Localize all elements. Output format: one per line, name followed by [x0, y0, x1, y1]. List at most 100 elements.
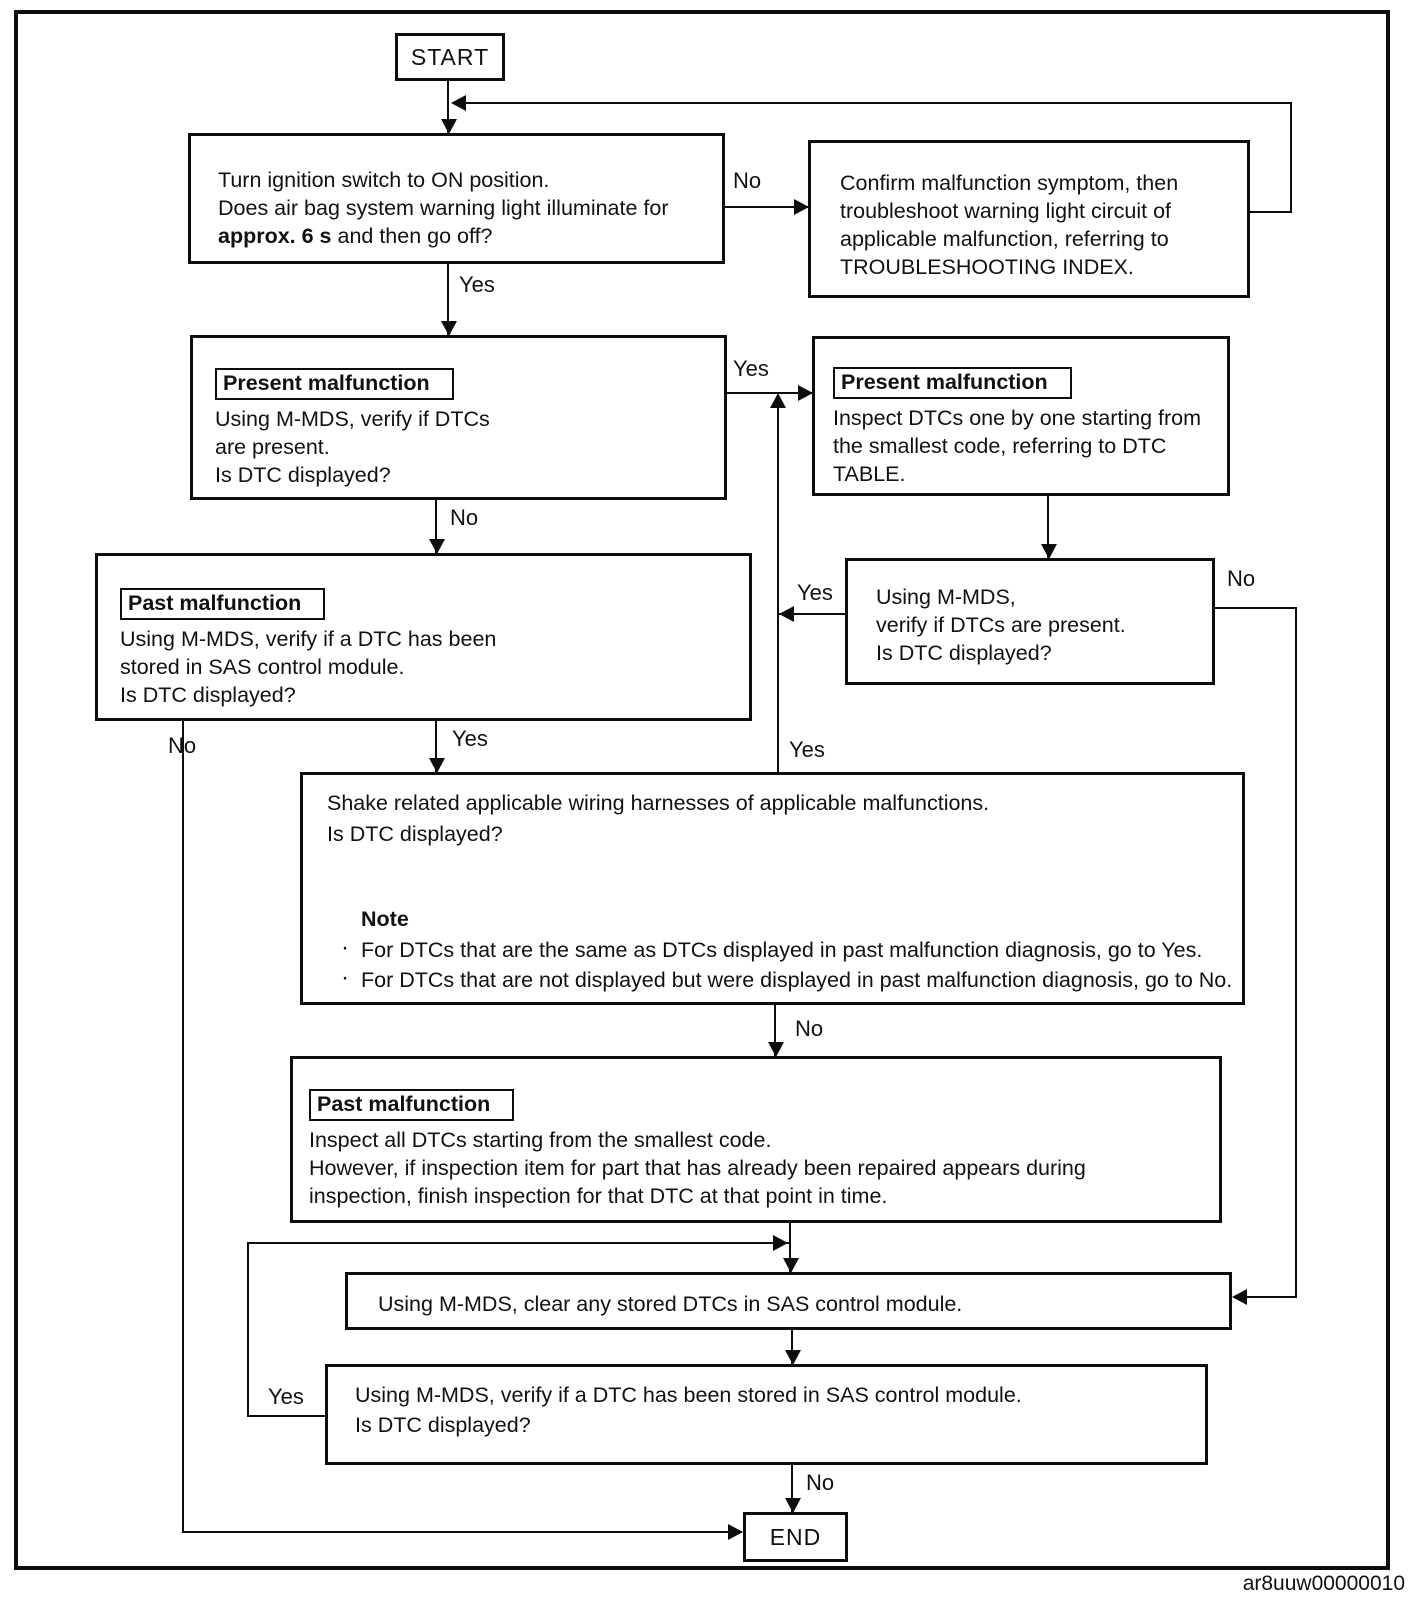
edge-label-yes: Yes — [268, 1384, 304, 1409]
node-text-line: TROUBLESHOOTING INDEX. — [840, 255, 1134, 279]
node-text-line: applicable malfunction, referring to — [840, 227, 1169, 251]
edge-label-yes: Yes — [452, 726, 488, 751]
note-text: For DTCs that are the same as DTCs displ… — [361, 938, 1203, 962]
node-text-line: Confirm malfunction symptom, then — [840, 171, 1179, 195]
flow-line — [435, 500, 437, 553]
arrowhead-left-icon — [451, 95, 466, 111]
flow-line — [1234, 1296, 1296, 1298]
edge-label-no: No — [733, 168, 762, 193]
node-text-line: Using M-MDS, clear any stored DTCs in SA… — [378, 1292, 963, 1316]
arrowhead-left-icon — [1232, 1289, 1247, 1305]
edge-label-no: No — [1227, 566, 1256, 591]
node-text-line: Is DTC displayed? — [215, 463, 391, 487]
edge-label-yes: Yes — [789, 737, 825, 762]
node-title: Present malfunction — [215, 368, 454, 400]
arrowhead-down-icon — [783, 1258, 799, 1273]
arrowhead-left-icon — [779, 606, 794, 622]
flow-line — [247, 1242, 790, 1244]
bullet-icon: · — [341, 934, 349, 961]
edge-label-yes: Yes — [797, 580, 833, 605]
flow-line — [789, 1223, 791, 1272]
note-bullet-line: · For DTCs that are the same as DTCs disp… — [327, 934, 1227, 965]
note-title: Note — [361, 907, 409, 931]
node-text-line: troubleshoot warning light circuit of — [840, 199, 1172, 223]
ignition-check-node: Turn ignition switch to ON position. Doe… — [188, 133, 725, 264]
flow-line — [774, 1005, 776, 1056]
flow-line — [791, 1330, 793, 1364]
past-malfunction-verify-node: Past malfunction Using M-MDS, verify if … — [95, 553, 752, 721]
arrowhead-right-icon — [798, 385, 813, 401]
verify-dtcs-present-node: Using M-MDS, verify if DTCs are present.… — [845, 558, 1215, 685]
node-text-line: Is DTC displayed? — [355, 1413, 531, 1437]
node-text-line: Inspect DTCs one by one starting from — [833, 406, 1202, 430]
edge-label-yes: Yes — [733, 356, 769, 381]
bold-text: approx. 6 s — [218, 224, 332, 248]
node-text-line: Turn ignition switch to ON position. — [218, 168, 550, 192]
present-malfunction-inspect-node: Present malfunction Inspect DTCs one by … — [812, 336, 1230, 496]
arrowhead-down-icon — [1041, 544, 1057, 559]
edge-label-no: No — [450, 505, 479, 530]
flow-line — [182, 1531, 742, 1533]
node-title: Present malfunction — [833, 367, 1072, 399]
node-text-line: approx. 6 s and then go off? — [218, 222, 669, 250]
node-text-line: Using M-MDS, verify if DTCs — [215, 407, 490, 431]
flow-line — [1215, 607, 1297, 609]
text: and then go off? — [331, 224, 493, 248]
flow-line — [791, 1465, 793, 1512]
node-text-line: Using M-MDS, verify if a DTC has been st… — [355, 1383, 1022, 1407]
edge-label-no: No — [168, 733, 197, 758]
flow-line — [1250, 211, 1292, 213]
flow-line — [247, 1415, 325, 1417]
arrowhead-down-icon — [768, 1042, 784, 1057]
figure-code: ar8uuw00000010 — [1242, 1572, 1405, 1595]
past-malfunction-inspect-node: Past malfunction Inspect all DTCs starti… — [290, 1056, 1222, 1223]
node-text-line: Is DTC displayed? — [876, 641, 1052, 665]
clear-dtcs-node: Using M-MDS, clear any stored DTCs in SA… — [345, 1272, 1232, 1330]
shake-harness-node: Shake related applicable wiring harnesse… — [300, 772, 1245, 1005]
arrowhead-down-icon — [429, 539, 445, 554]
flow-line — [435, 721, 437, 772]
arrowhead-right-icon — [794, 199, 809, 215]
flow-line — [779, 613, 845, 615]
start-label: START — [410, 43, 490, 70]
edge-label-no: No — [795, 1016, 824, 1041]
flow-line — [447, 81, 449, 133]
flow-line — [725, 206, 808, 208]
arrowhead-right-icon — [728, 1524, 743, 1540]
confirm-symptom-node: Confirm malfunction symptom, then troubl… — [808, 140, 1250, 298]
arrowhead-down-icon — [785, 1498, 801, 1513]
arrowhead-down-icon — [441, 119, 457, 134]
flow-line — [453, 102, 1292, 104]
flow-line — [1047, 496, 1049, 558]
diagram-border — [14, 10, 1390, 1570]
node-title: Past malfunction — [309, 1089, 515, 1121]
node-text-line: Does air bag system warning light illumi… — [218, 196, 669, 220]
bullet-icon: · — [341, 964, 349, 991]
flow-line — [727, 392, 812, 394]
flow-line — [1290, 102, 1292, 213]
node-text-line: stored in SAS control module. — [120, 655, 405, 679]
start-node: START — [395, 33, 505, 81]
node-text-line: Using M-MDS, — [876, 585, 1016, 609]
node-text-line: Shake related applicable wiring harnesse… — [327, 791, 990, 815]
node-text-line: the smallest code, referring to DTC — [833, 434, 1167, 458]
node-text-line: are present. — [215, 435, 330, 459]
flow-line — [182, 721, 184, 1533]
node-text-line: TABLE. — [833, 462, 906, 486]
node-text-line: However, if inspection item for part tha… — [309, 1156, 1086, 1180]
node-text-line: Is DTC displayed? — [120, 683, 296, 707]
arrowhead-up-icon — [770, 393, 786, 408]
flow-line — [777, 396, 779, 772]
present-malfunction-verify-node: Present malfunction Using M-MDS, verify … — [190, 335, 727, 500]
note-text: For DTCs that are not displayed but were… — [361, 968, 1233, 992]
verify-dtc-stored-node: Using M-MDS, verify if a DTC has been st… — [325, 1364, 1208, 1465]
arrowhead-down-icon — [429, 758, 445, 773]
arrowhead-right-icon — [773, 1235, 788, 1251]
flow-line — [247, 1242, 249, 1417]
arrowhead-down-icon — [785, 1350, 801, 1365]
node-text-line: Using M-MDS, verify if a DTC has been — [120, 627, 497, 651]
node-text-line: verify if DTCs are present. — [876, 613, 1126, 637]
node-text-line: Inspect all DTCs starting from the small… — [309, 1128, 772, 1152]
end-node: END — [743, 1512, 848, 1562]
